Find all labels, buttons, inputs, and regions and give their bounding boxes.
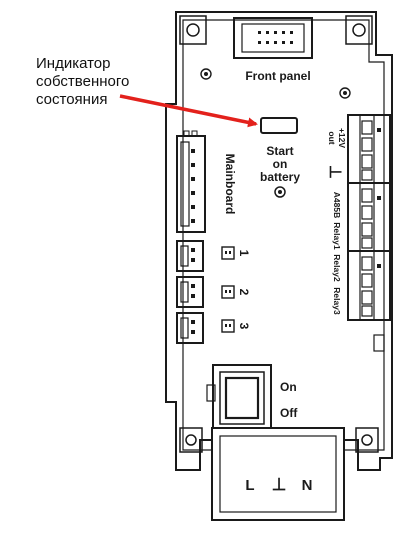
terminal-label-relay2: Relay2	[332, 254, 342, 282]
start-label-line-2: on	[273, 157, 288, 171]
start-label-line-1: Start	[266, 144, 293, 158]
switch-off-label: Off	[280, 406, 298, 420]
relay-connector-2	[176, 276, 235, 308]
terminal-label-rs485: A485B	[332, 192, 342, 218]
mains-label-l: L	[245, 477, 254, 494]
annotation-arrow	[119, 94, 258, 128]
mounting-hole-bottom-right	[355, 427, 379, 453]
power-switch	[212, 364, 272, 432]
side-clip-upper	[373, 334, 385, 352]
status-led-indicator	[260, 117, 298, 134]
mainboard-connector	[176, 130, 206, 233]
mounting-hole-top-left	[179, 15, 207, 45]
annotation-line-3: состояния	[36, 91, 108, 108]
start-on-battery-button	[274, 186, 286, 198]
front-panel-label: Front panel	[245, 69, 310, 83]
mounting-hole-bottom-left	[179, 427, 203, 453]
screw-hole-left	[200, 68, 212, 80]
terminal-label-power: +12V	[337, 128, 347, 148]
switch-on-label: On	[280, 380, 297, 394]
side-clip-left	[206, 384, 216, 402]
relay-number-2: 2	[237, 289, 251, 296]
terminal-label-relay3: Relay3	[332, 287, 342, 315]
enclosure-outline	[165, 11, 393, 471]
annotation-line-1: Индикатор	[36, 55, 111, 72]
screw-hole-right	[339, 87, 351, 99]
relay-number-3: 3	[237, 323, 251, 330]
mains-terminal	[211, 427, 345, 521]
relay-number-1: 1	[237, 250, 251, 257]
front-panel-connector	[233, 17, 313, 59]
terminal-block	[347, 114, 391, 321]
terminal-label-power-out: out	[327, 131, 337, 144]
mains-label-ground: ⊥	[272, 475, 287, 494]
mains-label-n: N	[302, 477, 313, 494]
relay-connector-1	[176, 240, 235, 272]
relay-connector-3	[176, 312, 235, 344]
mounting-hole-top-right	[345, 15, 373, 45]
enclosure-inner-outline	[182, 19, 385, 451]
terminal-label-relay1: Relay1	[332, 222, 342, 250]
start-label-line-3: battery	[260, 170, 300, 184]
mainboard-label: Mainboard	[223, 154, 237, 215]
annotation-line-2: собственного	[36, 73, 130, 90]
terminal-label-ground: ⊥	[326, 165, 343, 179]
